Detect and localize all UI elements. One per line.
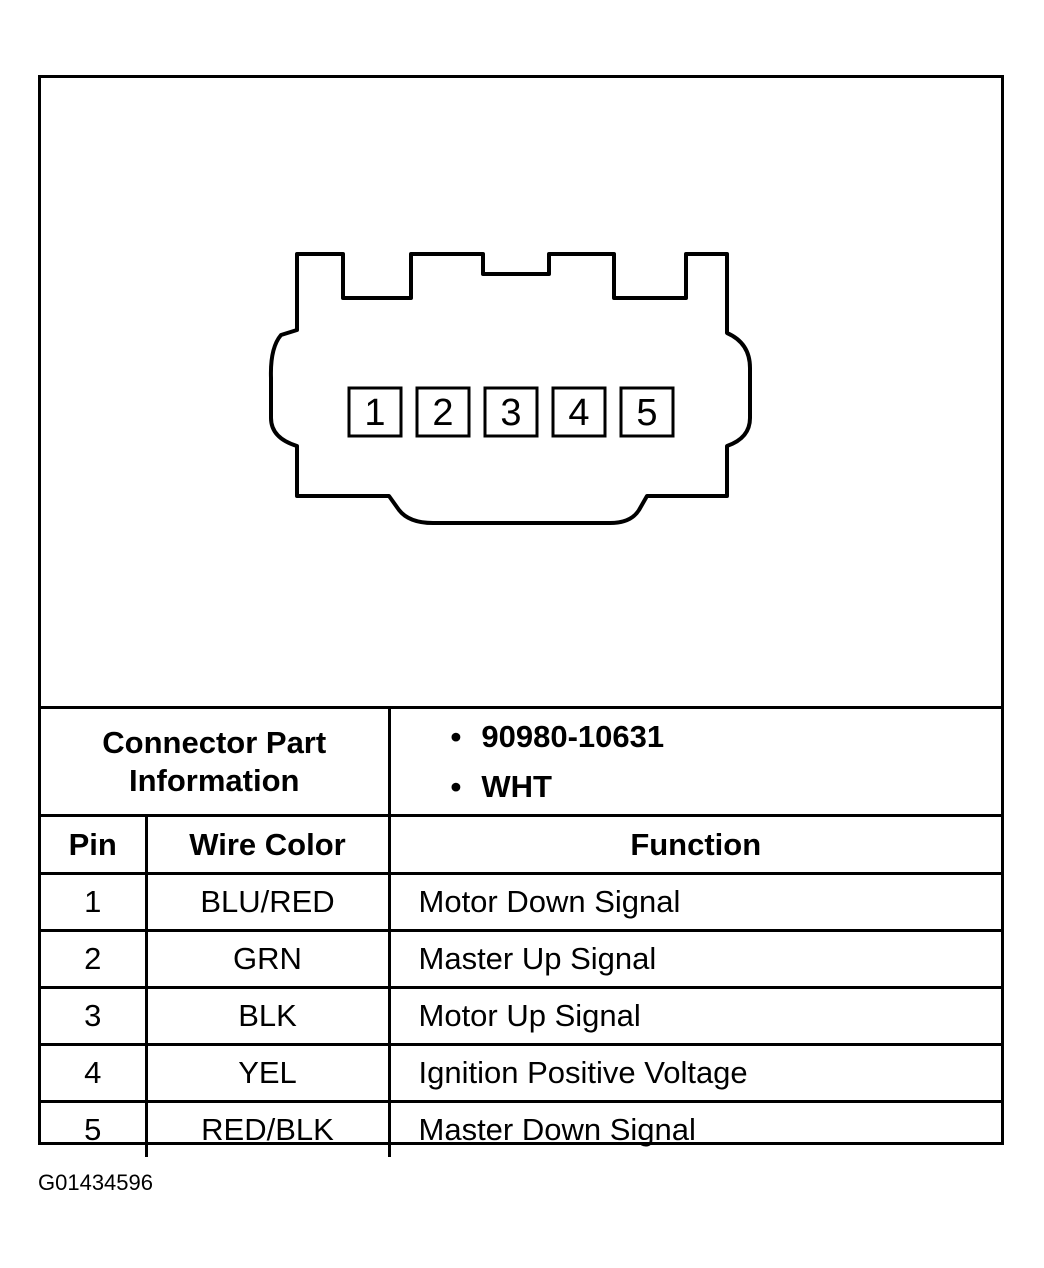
wire-color-cell: GRN (144, 929, 391, 989)
part-info-label-line2: Information (129, 762, 300, 798)
connector-diagram: 1 2 3 4 5 (41, 78, 1001, 706)
header-pin: Pin (41, 814, 148, 875)
wire-color-cell: YEL (144, 1043, 391, 1103)
part-number: 90980-10631 (451, 712, 1002, 762)
pin-cavity-box (619, 386, 675, 438)
table-row: 3 BLK Motor Up Signal (41, 986, 1001, 1046)
wire-color-cell: BLK (144, 986, 391, 1046)
wire-color-cell: BLU/RED (144, 872, 391, 932)
pin-cavity-1: 1 (347, 386, 403, 438)
figure-id: G01434596 (38, 1170, 153, 1195)
pin-cell: 2 (41, 929, 148, 989)
function-cell: Motor Up Signal (387, 986, 1001, 1046)
part-info-label: Connector Part Information (41, 706, 391, 817)
part-info-values: 90980-10631 WHT (387, 706, 1002, 817)
header-function: Function (387, 814, 1001, 875)
header-wire-color: Wire Color (144, 814, 391, 875)
pin-cavities: 1 2 3 4 5 (347, 386, 675, 438)
pin-cavity-4: 4 (551, 386, 607, 438)
function-cell: Ignition Positive Voltage (387, 1043, 1001, 1103)
table-row: 1 BLU/RED Motor Down Signal (41, 872, 1001, 932)
function-cell: Motor Down Signal (387, 872, 1001, 932)
wire-color-cell: RED/BLK (144, 1100, 391, 1157)
connector-outline (268, 252, 752, 525)
pin-cell: 3 (41, 986, 148, 1046)
pin-number-label: 2 (432, 392, 453, 434)
connector-color: WHT (451, 762, 1002, 812)
pin-cavity-box (415, 386, 471, 438)
pin-cavity-box (551, 386, 607, 438)
connector-face-svg: 1 2 3 4 5 (268, 252, 752, 525)
pinout-table: Connector Part Information 90980-10631 W… (41, 706, 1001, 1157)
pin-number-label: 3 (500, 392, 521, 434)
pin-cell: 4 (41, 1043, 148, 1103)
part-info-row: Connector Part Information 90980-10631 W… (41, 706, 1002, 817)
pin-number-label: 4 (568, 392, 589, 434)
pin-number-label: 1 (364, 392, 385, 434)
pin-cavity-3: 3 (483, 386, 539, 438)
pin-cavity-5: 5 (619, 386, 675, 438)
pin-cell: 5 (41, 1100, 148, 1157)
pin-cavity-box (347, 386, 403, 438)
pin-cavity-2: 2 (415, 386, 471, 438)
part-info-label-line1: Connector Part (102, 724, 327, 760)
pin-cell: 1 (41, 872, 148, 932)
table-row: 4 YEL Ignition Positive Voltage (41, 1043, 1001, 1103)
pin-cavity-box (483, 386, 539, 438)
header-row: Pin Wire Color Function (41, 814, 1001, 875)
table-row: 5 RED/BLK Master Down Signal (41, 1100, 1001, 1157)
table-row: 2 GRN Master Up Signal (41, 929, 1001, 989)
function-cell: Master Up Signal (387, 929, 1001, 989)
function-cell: Master Down Signal (387, 1100, 1001, 1157)
pin-number-label: 5 (636, 392, 657, 434)
